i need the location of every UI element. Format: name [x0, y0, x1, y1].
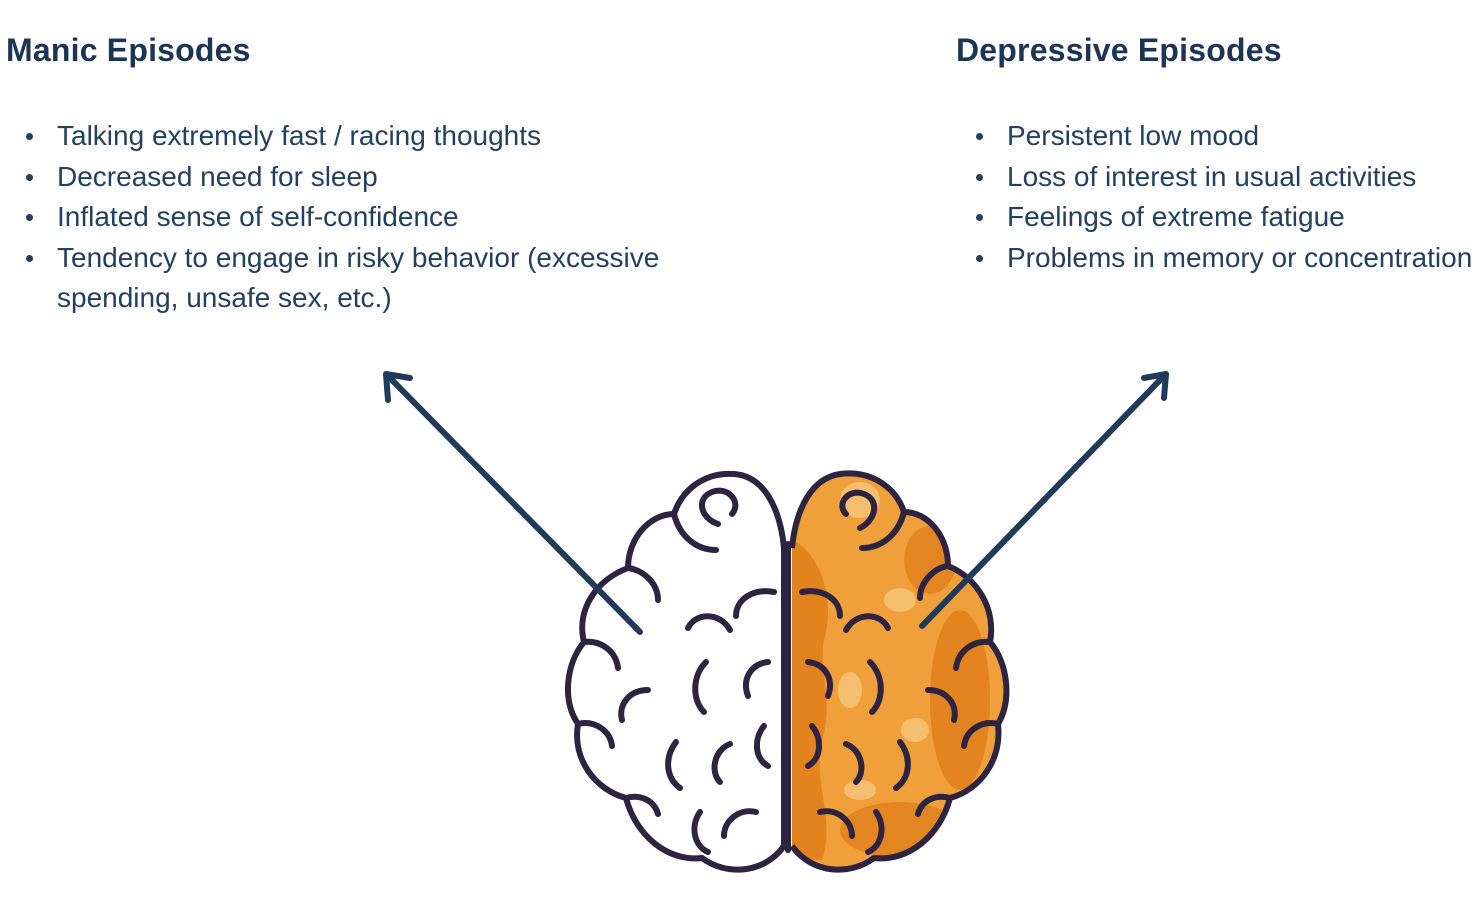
list-item: Feelings of extreme fatigue [972, 197, 1477, 238]
depressive-symptom-list: Persistent low mood Loss of interest in … [972, 116, 1477, 278]
brain-right-shading [792, 482, 990, 860]
list-item: Inflated sense of self-confidence [22, 197, 662, 238]
list-item: Persistent low mood [972, 116, 1477, 157]
depressive-episodes-title: Depressive Episodes [956, 32, 1282, 68]
brain-right-hemisphere [789, 470, 1010, 873]
arrow-up-left-icon [383, 371, 643, 635]
manic-episodes-title: Manic Episodes [6, 32, 251, 68]
brain-left-hemisphere [565, 470, 787, 873]
brain-icon [565, 470, 1010, 873]
list-item: Decreased need for sleep [22, 157, 662, 198]
arrow-up-right-icon [919, 371, 1169, 629]
manic-symptom-list: Talking extremely fast / racing thoughts… [22, 116, 662, 319]
list-item: Problems in memory or concentration [972, 238, 1477, 279]
list-item: Talking extremely fast / racing thoughts [22, 116, 662, 157]
list-item: Tendency to engage in risky behavior (ex… [22, 238, 662, 319]
list-item: Loss of interest in usual activities [972, 157, 1477, 198]
